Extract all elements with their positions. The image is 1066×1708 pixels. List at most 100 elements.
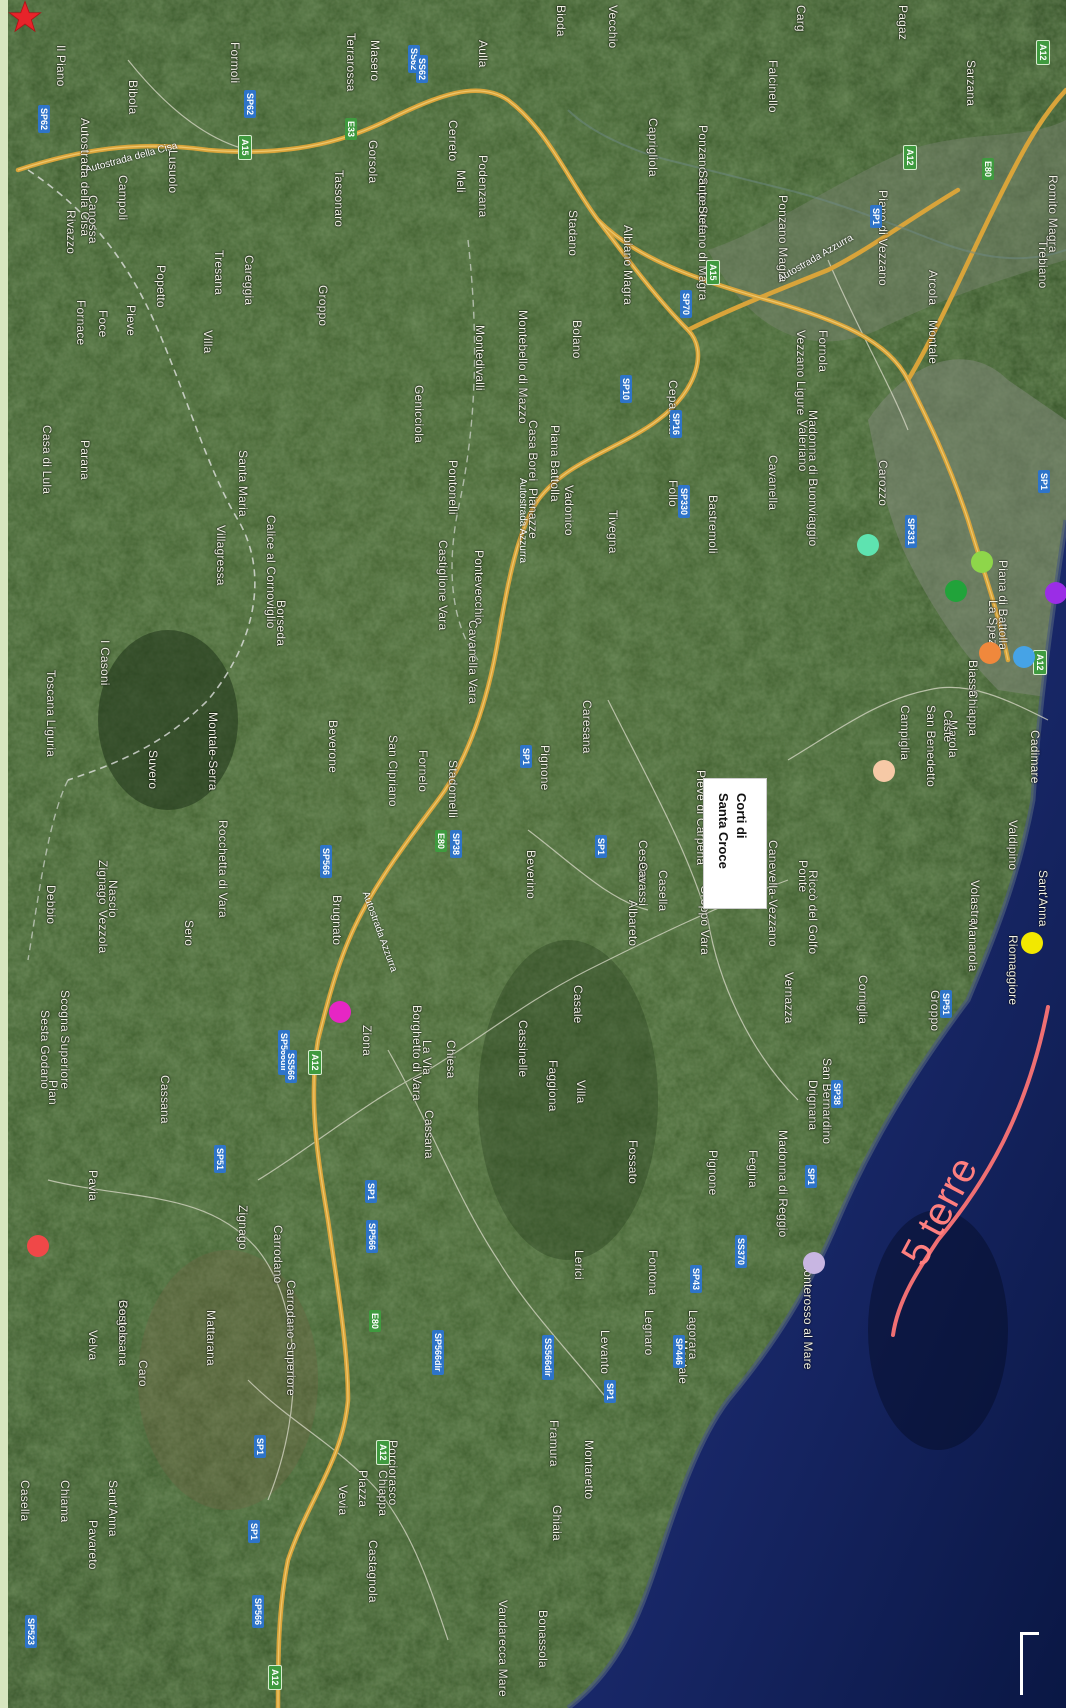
- place-label: Pavia: [86, 1170, 100, 1202]
- place-label: Debbio: [44, 885, 58, 925]
- place-label: Valdipino: [1006, 820, 1020, 871]
- place-label: Arcola: [926, 270, 940, 306]
- marker-peach[interactable]: [873, 760, 895, 782]
- place-label: Fontona: [646, 1250, 660, 1296]
- road-shield: SP566dir: [432, 1330, 444, 1375]
- road-shield: SP446: [673, 1335, 685, 1369]
- place-label: Monterosso al Mare: [801, 1260, 815, 1370]
- road-shield: A12: [308, 1050, 322, 1075]
- place-label: Sant'Anna: [106, 1480, 120, 1537]
- place-label: Foce: [96, 310, 110, 338]
- place-label: Sero: [182, 920, 196, 947]
- road-shield: SP51: [940, 990, 952, 1019]
- place-label: Zignago: [236, 1205, 250, 1250]
- place-label: Casa di Lula: [40, 425, 54, 495]
- place-label: Cavanella: [766, 455, 780, 511]
- place-label: Romito Magra: [1046, 175, 1060, 253]
- place-label: Casa Borei: [526, 420, 540, 482]
- place-label: Nascio: [106, 880, 120, 918]
- place-label: Cassinelle: [516, 1020, 530, 1078]
- road-shield: SP1: [1038, 470, 1050, 494]
- marker-green[interactable]: [945, 580, 967, 602]
- urban-la-spezia: [868, 359, 1066, 700]
- place-label: Riomaggiore: [1006, 935, 1020, 1006]
- place-label: Falcinello: [766, 60, 780, 113]
- place-label: Vernazza: [782, 972, 796, 1024]
- marker-lavender[interactable]: [803, 1252, 825, 1274]
- road-shield: SS566: [285, 1050, 297, 1084]
- place-label: Beverino: [524, 850, 538, 899]
- road-shield: A12: [903, 145, 917, 170]
- marker-orange[interactable]: [979, 642, 1001, 664]
- place-label: Costolo: [116, 1300, 130, 1343]
- place-label: Albiano Magra: [621, 225, 635, 305]
- road-shield: SP1: [520, 745, 532, 769]
- road-shield: SP62: [38, 105, 50, 134]
- place-label: Genicciola: [412, 385, 426, 444]
- place-label: Sant'Anna: [1036, 870, 1050, 927]
- marker-red[interactable]: [27, 1235, 49, 1257]
- road-shield: SP330: [678, 485, 690, 519]
- place-label: Groppo: [316, 285, 330, 327]
- marker-lightblue[interactable]: [1013, 646, 1035, 668]
- star-icon[interactable]: [8, 0, 42, 34]
- marker-mint[interactable]: [857, 534, 879, 556]
- place-label: Tassonaro: [332, 170, 346, 228]
- place-label: Mattarana: [204, 1310, 218, 1366]
- corti-di-santa-croce-callout[interactable]: Corti di Santa Croce: [703, 778, 767, 909]
- place-label: Chiesa: [444, 1040, 458, 1079]
- place-label: Rocchetta di Vara: [216, 820, 230, 918]
- place-label: Montale-Serra: [206, 712, 220, 791]
- place-label: Cassana: [158, 1075, 172, 1124]
- place-label: Beverone: [326, 720, 340, 773]
- road-shield: E80: [982, 158, 994, 181]
- place-label: Santa Maria: [236, 450, 250, 517]
- place-label: Pagaz: [896, 5, 910, 41]
- place-label: Popetto: [154, 265, 168, 308]
- place-label: Lerici: [572, 1250, 586, 1280]
- place-label: Legnaro: [642, 1310, 656, 1356]
- road-shield: A12: [1033, 650, 1047, 675]
- place-label: Pieve: [124, 305, 138, 337]
- place-label: San Benedetto: [924, 705, 938, 788]
- place-label: Ziona: [360, 1025, 374, 1057]
- place-label: Montaretto: [582, 1440, 596, 1500]
- place-label: Manarola: [966, 920, 980, 972]
- road-shield: SP523: [25, 1615, 37, 1649]
- place-label: Montedivalli: [473, 325, 487, 391]
- road-shield: E80: [435, 830, 447, 853]
- place-label: Cavanella Vara: [466, 620, 480, 704]
- marker-lightgreen[interactable]: [971, 551, 993, 573]
- road-shield: A12: [376, 1440, 390, 1465]
- place-label: Masero: [368, 40, 382, 82]
- place-label: Campiglia: [898, 705, 912, 761]
- place-label: Pianazze: [526, 488, 540, 539]
- marker-purple[interactable]: [1045, 582, 1066, 604]
- place-label: Sesta Godano: [38, 1010, 52, 1090]
- callout-line-2: Santa Croce: [716, 793, 731, 869]
- road-shield: SP70: [680, 290, 692, 319]
- road-shield: SP38: [831, 1080, 843, 1109]
- place-label: Casale: [571, 985, 585, 1024]
- road-shield: A15: [238, 135, 252, 160]
- place-label: Carg: [794, 5, 808, 32]
- place-label: Fossato: [626, 1140, 640, 1185]
- callout-line-1: Corti di: [734, 793, 749, 839]
- place-label: Castè: [941, 710, 955, 743]
- place-label: Bolano: [570, 320, 584, 359]
- place-label: Canossa: [86, 195, 100, 244]
- place-label: Valeriano: [796, 420, 810, 472]
- place-label: Pontevecchio: [472, 550, 486, 625]
- marker-yellow[interactable]: [1021, 932, 1043, 954]
- place-label: La Via: [420, 1040, 434, 1076]
- road-shield: SP566: [366, 1220, 378, 1254]
- place-label: Casella: [18, 1480, 32, 1522]
- road-shield: A12: [1036, 40, 1050, 65]
- scale-bar: [1020, 1632, 1039, 1695]
- marker-magenta[interactable]: [329, 1001, 351, 1023]
- place-label: Montale: [926, 320, 940, 365]
- road-shield: A12: [268, 1665, 282, 1690]
- place-label: Rivazzo: [64, 210, 78, 255]
